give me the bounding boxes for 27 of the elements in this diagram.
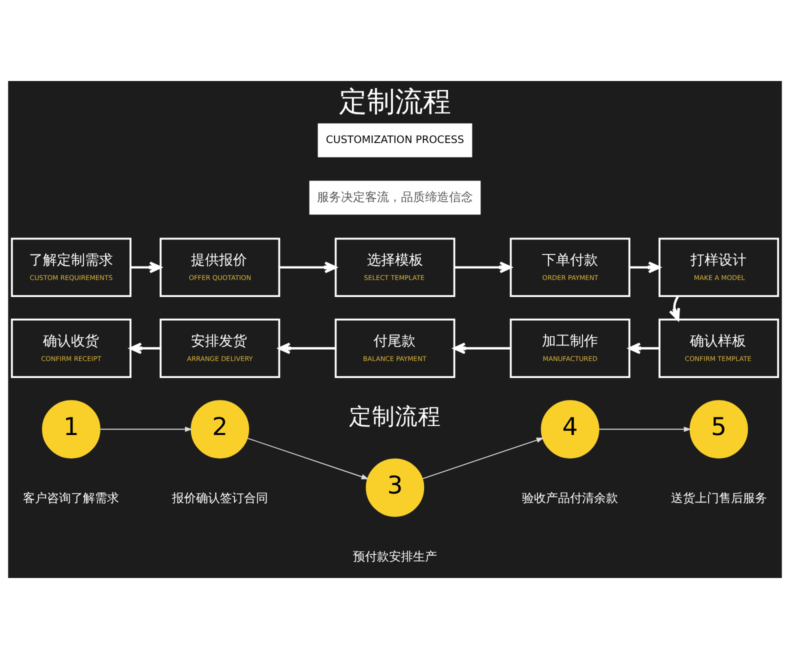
arrow <box>422 438 544 480</box>
label: CUSTOMIZATION PROCESS <box>326 134 464 146</box>
node-circle: 2 <box>190 400 250 458</box>
node-label: 客户咨询了解需求 <box>23 491 120 506</box>
node-circle: 5 <box>690 400 748 458</box>
node-circle: 4 <box>540 400 600 458</box>
arrow <box>629 262 661 274</box>
arrow <box>129 342 160 354</box>
node-circle: 1 <box>42 400 100 458</box>
arrow <box>598 426 692 432</box>
arrow <box>130 262 162 274</box>
arrow <box>100 426 193 432</box>
label: 定制流程 <box>349 404 441 430</box>
arrow <box>247 438 369 480</box>
node-label: 送货上门售后服务 <box>670 491 767 506</box>
arrow <box>454 262 512 274</box>
node-label: 报价确认签订合同 <box>172 491 268 506</box>
label: 服务决定客流，品质缔造信念 <box>317 190 473 204</box>
node-circle: 3 <box>366 458 424 517</box>
arrow <box>668 296 680 321</box>
diagram-title: 定制流程 <box>339 85 451 118</box>
arrow <box>628 342 660 354</box>
arrow <box>278 342 336 354</box>
node-label: 验收产品付清余款 <box>522 491 618 506</box>
node-label: 预付款安排生产 <box>353 549 437 564</box>
arrow <box>279 262 337 274</box>
arrow <box>453 342 511 354</box>
